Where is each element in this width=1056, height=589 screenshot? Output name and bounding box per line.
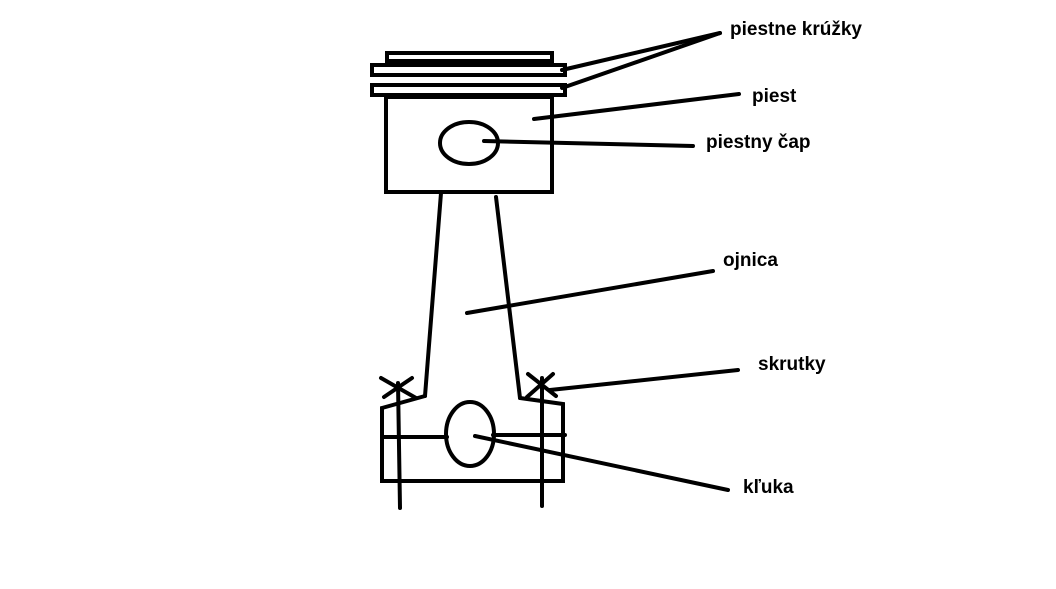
leader-piston-pin	[482, 139, 695, 148]
label-piston-pin: piestny čap	[706, 132, 811, 153]
big-end	[380, 394, 567, 483]
label-bolts: skrutky	[758, 354, 826, 375]
piston-ring-top	[385, 51, 554, 63]
bolt-left-cross-b	[382, 376, 414, 399]
bolt-right-cross-b	[525, 372, 555, 399]
bolt-left-shaft	[396, 381, 402, 510]
label-piston: piest	[752, 86, 797, 107]
piston-body	[384, 95, 554, 194]
label-connecting-rod: ojnica	[723, 250, 778, 271]
leader-crank	[473, 434, 730, 492]
bolts	[379, 372, 558, 510]
leader-connecting-rod	[465, 269, 715, 315]
piston-rings	[370, 51, 567, 97]
rod-left-edge	[423, 191, 443, 398]
leader-lines	[465, 31, 741, 492]
label-piston-rings: piestne krúžky	[730, 19, 862, 40]
connecting-rod-shank	[423, 191, 522, 400]
leader-piston-rings-a	[560, 31, 722, 72]
leader-bolts	[548, 368, 740, 392]
big-end-outline	[380, 394, 565, 483]
label-crank: kľuka	[743, 477, 794, 498]
leader-piston-rings-b	[560, 31, 722, 90]
rod-right-edge	[494, 195, 522, 400]
labels: piestne krúžky piest piestny čap ojnica …	[706, 19, 862, 498]
crank-bearing	[444, 400, 496, 468]
piston-ring-middle	[370, 63, 567, 77]
piston-ring-bottom	[370, 83, 567, 97]
leader-piston	[532, 92, 741, 121]
